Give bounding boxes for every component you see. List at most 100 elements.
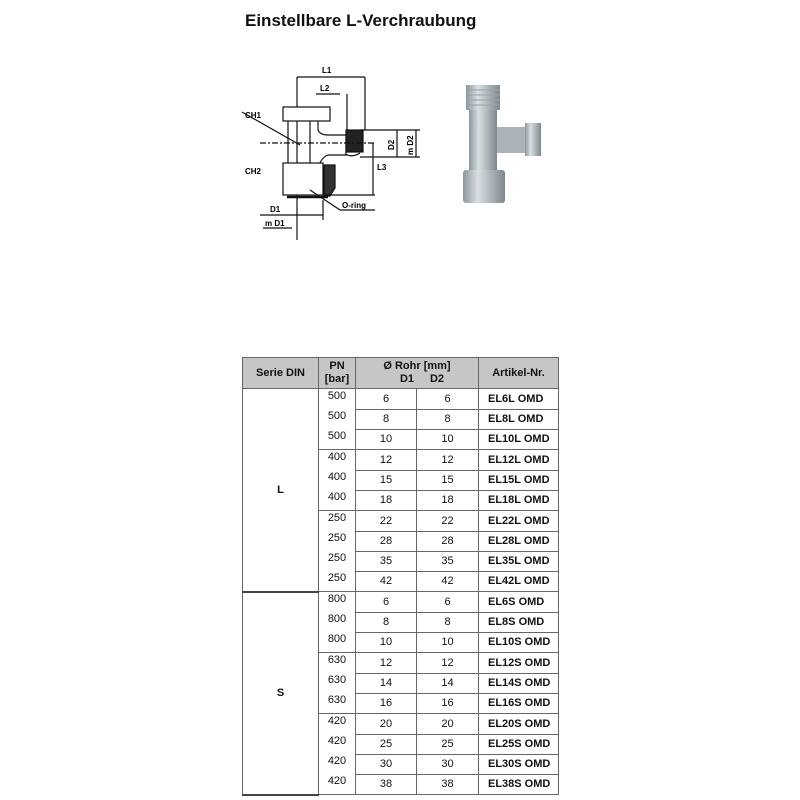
d2-cell: 14 bbox=[416, 673, 479, 694]
pn-cell: 420 bbox=[318, 713, 356, 734]
d2-cell: 15 bbox=[416, 470, 479, 491]
artikel-cell: EL15L OMD bbox=[478, 470, 559, 491]
artikel-cell: EL42L OMD bbox=[478, 571, 559, 592]
header-d2: D2 bbox=[429, 373, 445, 385]
artikel-cell: EL18L OMD bbox=[478, 490, 559, 511]
artikel-cell: EL6S OMD bbox=[478, 591, 559, 613]
drawing-label-l3: L3 bbox=[377, 163, 387, 172]
drawing-label-md1: m D1 bbox=[265, 219, 285, 228]
d1-cell: 15 bbox=[355, 470, 417, 491]
header-artikel: Artikel-Nr. bbox=[478, 357, 559, 389]
artikel-cell: EL8L OMD bbox=[478, 409, 559, 430]
d1-cell: 6 bbox=[355, 388, 417, 410]
drawing-label-oring: O-ring bbox=[342, 201, 366, 210]
pn-cell: 250 bbox=[318, 531, 356, 551]
d2-cell: 12 bbox=[416, 449, 479, 471]
header-serie: Serie DIN bbox=[242, 357, 319, 389]
d1-cell: 25 bbox=[355, 734, 417, 755]
pn-cell: 400 bbox=[318, 470, 356, 490]
d2-cell: 38 bbox=[416, 774, 479, 795]
d1-cell: 12 bbox=[355, 652, 417, 674]
artikel-cell: EL14S OMD bbox=[478, 673, 559, 694]
pn-cell: 400 bbox=[318, 449, 356, 470]
d1-cell: 16 bbox=[355, 693, 417, 714]
artikel-cell: EL35L OMD bbox=[478, 551, 559, 572]
artikel-cell: EL12L OMD bbox=[478, 449, 559, 471]
header-pn-unit: [bar] bbox=[324, 373, 350, 385]
artikel-cell: EL28L OMD bbox=[478, 531, 559, 552]
pn-cell: 800 bbox=[318, 591, 356, 612]
artikel-cell: EL10L OMD bbox=[478, 429, 559, 450]
d1-cell: 22 bbox=[355, 510, 417, 532]
d1-cell: 28 bbox=[355, 531, 417, 552]
d1-cell: 14 bbox=[355, 673, 417, 694]
drawing-label-ch1: CH1 bbox=[245, 111, 262, 120]
header-rohr-label: Ø Rohr [mm] bbox=[383, 360, 451, 372]
pn-cell: 800 bbox=[318, 612, 356, 632]
d1-cell: 8 bbox=[355, 409, 417, 430]
d2-cell: 6 bbox=[416, 591, 479, 613]
drawing-label-ch2: CH2 bbox=[245, 167, 262, 176]
pn-cell: 420 bbox=[318, 774, 356, 795]
pn-cell: 630 bbox=[318, 652, 356, 673]
pn-cell: 420 bbox=[318, 734, 356, 754]
d2-cell: 30 bbox=[416, 754, 479, 775]
header-pn-label: PN bbox=[329, 360, 345, 372]
artikel-cell: EL12S OMD bbox=[478, 652, 559, 674]
d2-cell: 10 bbox=[416, 429, 479, 450]
d2-cell: 8 bbox=[416, 409, 479, 430]
d2-cell: 18 bbox=[416, 490, 479, 511]
technical-drawing: L1 L2 CH1 CH2 L3 D2 m D2 D1 m D1 O-ring bbox=[241, 66, 420, 240]
d1-cell: 42 bbox=[355, 571, 417, 592]
fitting-photo bbox=[463, 85, 541, 203]
d2-cell: 22 bbox=[416, 510, 479, 532]
drawing-label-d1: D1 bbox=[270, 205, 281, 214]
artikel-cell: EL38S OMD bbox=[478, 774, 559, 795]
artikel-cell: EL16S OMD bbox=[478, 693, 559, 714]
drawing-label-md2: m D2 bbox=[406, 135, 415, 155]
serie-cell: S bbox=[242, 591, 319, 796]
d1-cell: 10 bbox=[355, 429, 417, 450]
pn-cell: 250 bbox=[318, 571, 356, 592]
page-title: Einstellbare L-Verchraubung bbox=[245, 11, 477, 30]
d2-cell: 25 bbox=[416, 734, 479, 755]
artikel-cell: EL25S OMD bbox=[478, 734, 559, 755]
d2-cell: 42 bbox=[416, 571, 479, 592]
d1-cell: 12 bbox=[355, 449, 417, 471]
d1-cell: 6 bbox=[355, 591, 417, 613]
d1-cell: 10 bbox=[355, 632, 417, 653]
drawing-label-l1: L1 bbox=[322, 66, 332, 75]
d2-cell: 6 bbox=[416, 388, 479, 410]
artikel-cell: EL20S OMD bbox=[478, 713, 559, 735]
artikel-cell: EL8S OMD bbox=[478, 612, 559, 633]
d1-cell: 8 bbox=[355, 612, 417, 633]
artikel-cell: EL22L OMD bbox=[478, 510, 559, 532]
pn-cell: 630 bbox=[318, 673, 356, 693]
d1-cell: 38 bbox=[355, 774, 417, 795]
d2-cell: 35 bbox=[416, 551, 479, 572]
pn-cell: 400 bbox=[318, 490, 356, 511]
artikel-cell: EL30S OMD bbox=[478, 754, 559, 775]
d2-cell: 8 bbox=[416, 612, 479, 633]
pn-cell: 500 bbox=[318, 409, 356, 429]
serie-cell: L bbox=[242, 388, 319, 593]
drawing-label-d2: D2 bbox=[387, 139, 396, 150]
d1-cell: 30 bbox=[355, 754, 417, 775]
d2-cell: 16 bbox=[416, 693, 479, 714]
